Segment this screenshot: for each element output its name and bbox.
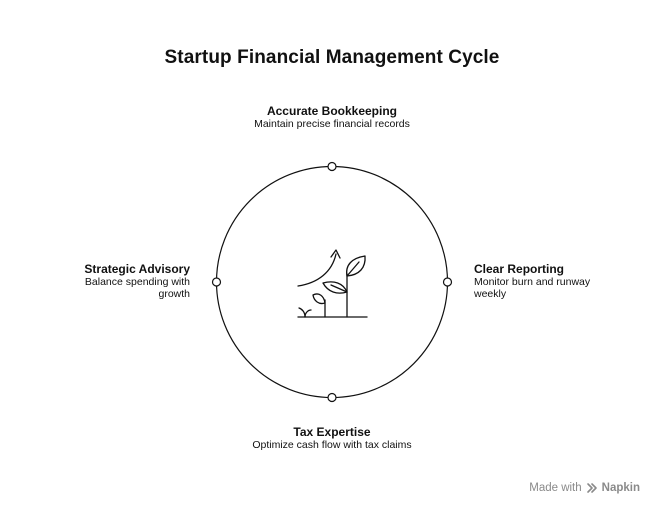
watermark-prefix: Made with bbox=[529, 482, 582, 494]
node-title: Tax Expertise bbox=[293, 425, 371, 439]
node-dot-bottom[interactable] bbox=[327, 392, 337, 403]
growth-plant-icon bbox=[297, 249, 368, 318]
napkin-logo-icon bbox=[586, 483, 597, 493]
node-accurate-bookkeeping[interactable]: Accurate Bookkeeping Maintain precise fi… bbox=[250, 104, 414, 130]
node-description: Monitor burn and runway weekly bbox=[474, 276, 591, 300]
node-description: Optimize cash flow with tax claims bbox=[252, 439, 412, 451]
node-title: Clear Reporting bbox=[474, 262, 565, 276]
node-dot-right[interactable] bbox=[442, 277, 453, 287]
node-tax-expertise[interactable]: Tax Expertise Optimize cash flow with ta… bbox=[250, 425, 414, 451]
made-with-napkin-watermark[interactable]: Made with Napkin bbox=[529, 482, 640, 494]
node-clear-reporting[interactable]: Clear Reporting Monitor burn and runway … bbox=[474, 262, 614, 300]
node-description: Maintain precise financial records bbox=[254, 118, 410, 130]
node-title: Strategic Advisory bbox=[84, 262, 190, 276]
diagram-title: Startup Financial Management Cycle bbox=[164, 47, 500, 68]
node-dot-top[interactable] bbox=[327, 161, 337, 172]
node-dot-left[interactable] bbox=[211, 277, 222, 287]
node-strategic-advisory[interactable]: Strategic Advisory Balance spending with… bbox=[60, 262, 190, 300]
node-title: Accurate Bookkeeping bbox=[266, 104, 398, 118]
node-description: Balance spending with growth bbox=[84, 276, 190, 300]
watermark-brand: Napkin bbox=[601, 482, 640, 494]
